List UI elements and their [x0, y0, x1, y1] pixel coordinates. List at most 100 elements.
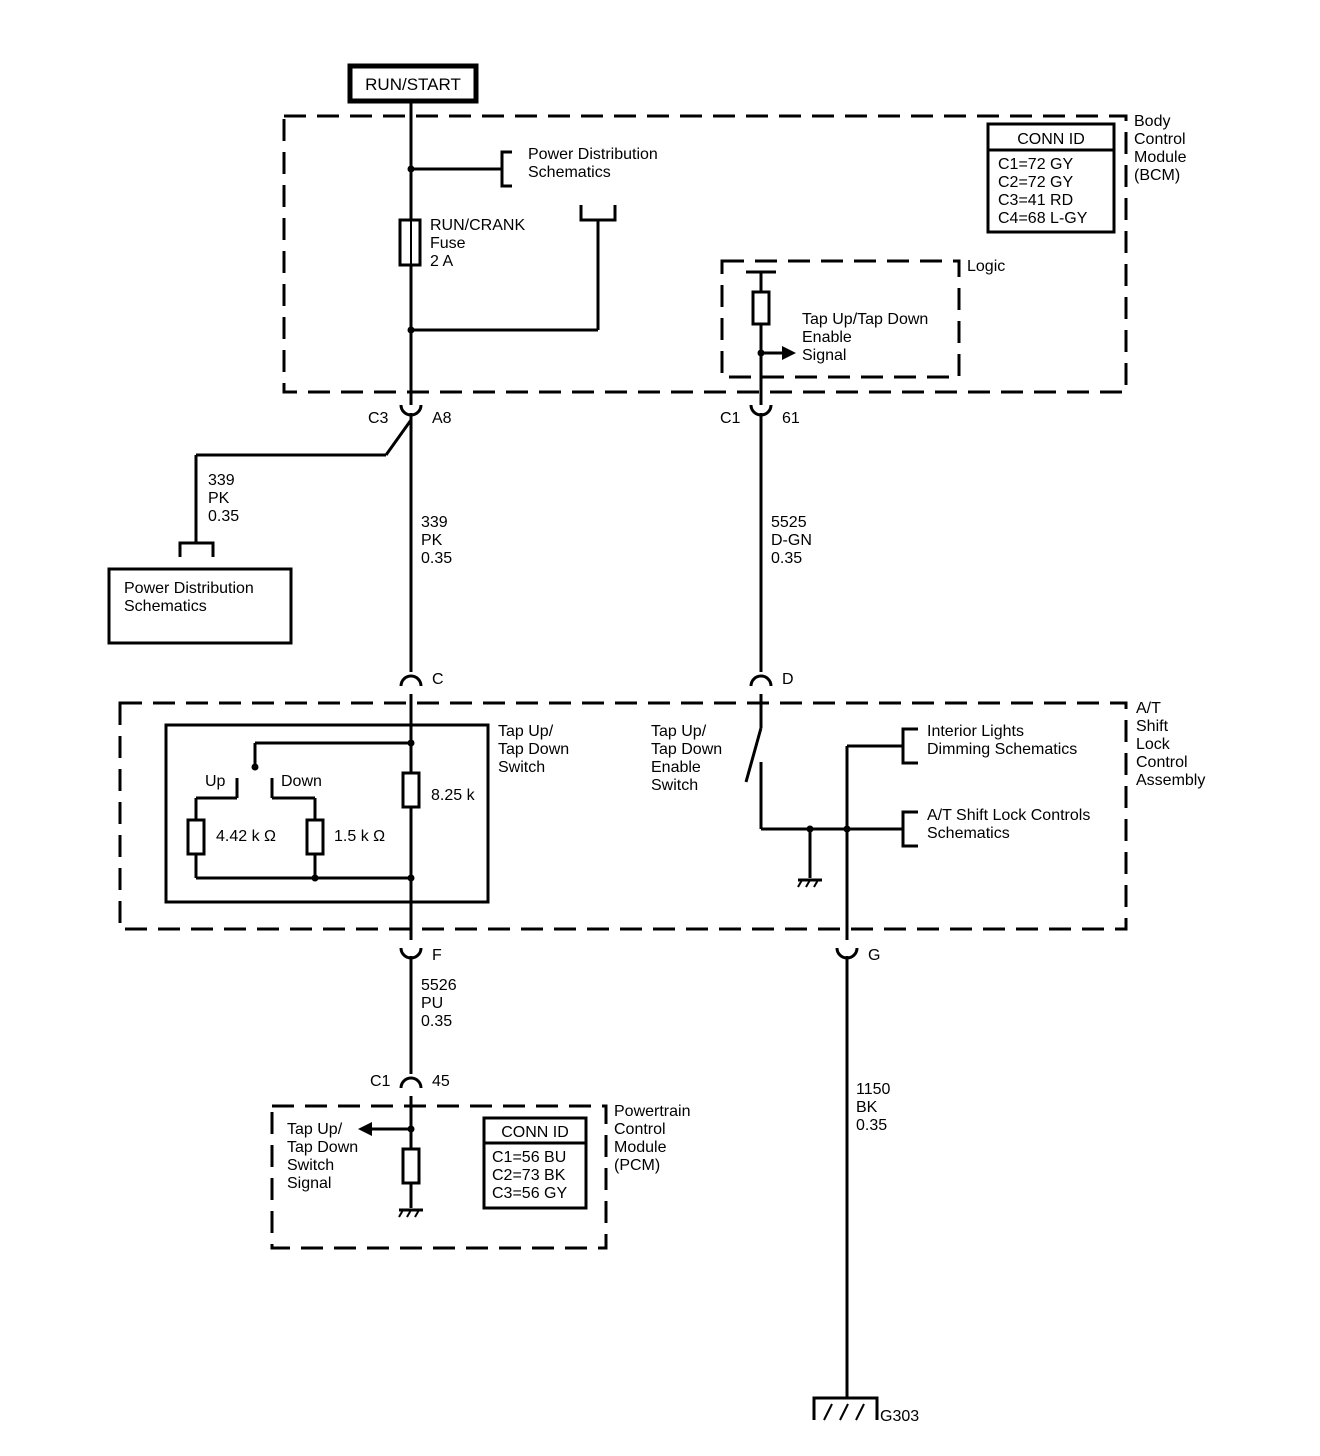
enable-signal-label: Tap Up/Tap Down Enable Signal — [802, 311, 928, 364]
svg-text:Signal: Signal — [287, 1175, 331, 1192]
svg-text:Schematics: Schematics — [528, 164, 611, 181]
svg-text:Tap Up/: Tap Up/ — [287, 1121, 343, 1138]
pcm-conn-id-table: CONN ID C1=56 BU C2=73 BK C3=56 GY — [482, 1116, 588, 1210]
svg-text:C4=68 L-GY: C4=68 L-GY — [998, 210, 1088, 227]
run-start-label: RUN/START — [365, 75, 461, 94]
svg-text:Interior Lights: Interior Lights — [927, 723, 1024, 740]
connector-d: D — [749, 671, 794, 688]
resistor-4-42k-label: 4.42 k Ω — [216, 828, 276, 845]
svg-text:C: C — [432, 671, 444, 688]
svg-text:C3=41 RD: C3=41 RD — [998, 192, 1073, 209]
svg-text:Enable: Enable — [651, 759, 701, 776]
svg-text:Tap Up/: Tap Up/ — [498, 723, 554, 740]
svg-text:5526: 5526 — [421, 977, 457, 994]
tap-switch-box — [164, 723, 490, 904]
case-ground-icon — [797, 878, 822, 888]
pcm-name: Powertrain Control Module (PCM) — [614, 1103, 690, 1174]
svg-text:Fuse: Fuse — [430, 235, 466, 252]
svg-text:0.35: 0.35 — [856, 1117, 887, 1134]
svg-text:PU: PU — [421, 995, 443, 1012]
svg-text:45: 45 — [432, 1073, 450, 1090]
wire-5525-label: 5525 D-GN 0.35 — [771, 514, 812, 567]
logic-boundary — [720, 259, 961, 379]
svg-text:C1: C1 — [370, 1073, 391, 1090]
svg-text:CONN ID: CONN ID — [501, 1124, 569, 1141]
enable-switch-label: Tap Up/ Tap Down Enable Switch — [651, 723, 722, 794]
svg-text:PK: PK — [421, 532, 443, 549]
tap-switch-label: Tap Up/ Tap Down Switch — [498, 723, 569, 776]
resistor-1-5k — [305, 818, 325, 856]
logic-label: Logic — [967, 258, 1005, 275]
svg-text:2 A: 2 A — [430, 253, 453, 270]
wire-5526-label: 5526 PU 0.35 — [421, 977, 457, 1030]
bcm-conn-id-table: CONN ID C1=72 GY C2=72 GY C3=41 RD C4=68… — [986, 122, 1116, 234]
svg-text:C3=56 GY: C3=56 GY — [492, 1185, 567, 1202]
pcm-signal-label: Tap Up/ Tap Down Switch Signal — [287, 1121, 358, 1192]
svg-text:Tap Down: Tap Down — [287, 1139, 358, 1156]
svg-text:Tap Down: Tap Down — [498, 741, 569, 758]
pcm-ground-icon — [398, 1208, 423, 1218]
svg-text:Body: Body — [1134, 113, 1170, 130]
svg-text:Tap Up/: Tap Up/ — [651, 723, 707, 740]
svg-text:(PCM): (PCM) — [614, 1157, 660, 1174]
shift-lock-controls-ref: A/T Shift Lock Controls Schematics — [927, 807, 1090, 842]
svg-text:Control: Control — [1134, 131, 1186, 148]
svg-text:Tap Down: Tap Down — [651, 741, 722, 758]
wire-339-branch-label: 339 PK 0.35 — [208, 472, 239, 525]
svg-text:5525: 5525 — [771, 514, 807, 531]
svg-text:Switch: Switch — [651, 777, 698, 794]
svg-text:RUN/CRANK: RUN/CRANK — [430, 217, 525, 234]
power-distribution-box: Power Distribution Schematics — [107, 567, 293, 645]
down-label: Down — [281, 773, 322, 790]
shift-lock-name: A/T Shift Lock Control Assembly — [1136, 700, 1205, 789]
svg-text:Power Distribution: Power Distribution — [528, 146, 658, 163]
svg-text:Control: Control — [614, 1121, 666, 1138]
svg-text:G: G — [868, 947, 880, 964]
svg-text:Powertrain: Powertrain — [614, 1103, 690, 1120]
svg-text:Schematics: Schematics — [927, 825, 1010, 842]
pcm-boundary — [270, 1104, 608, 1250]
svg-text:PK: PK — [208, 490, 230, 507]
svg-text:CONN ID: CONN ID — [1017, 131, 1085, 148]
svg-text:D-GN: D-GN — [771, 532, 812, 549]
ground-label: G303 — [880, 1408, 919, 1425]
pullup-resistor — [751, 290, 771, 326]
svg-text:0.35: 0.35 — [208, 508, 239, 525]
up-label: Up — [205, 773, 226, 790]
pulldown-resistor — [401, 1147, 421, 1185]
svg-text:Assembly: Assembly — [1136, 772, 1205, 789]
svg-text:BK: BK — [856, 1099, 878, 1116]
svg-text:61: 61 — [782, 410, 800, 427]
svg-text:D: D — [782, 671, 794, 688]
svg-text:Tap Up/Tap Down: Tap Up/Tap Down — [802, 311, 928, 328]
svg-text:C2=73 BK: C2=73 BK — [492, 1167, 566, 1184]
wire-339-main-label: 339 PK 0.35 — [421, 514, 452, 567]
run-start-source: RUN/START — [347, 63, 479, 104]
resistor-4-42k — [186, 818, 206, 856]
chassis-ground-icon — [812, 1396, 879, 1421]
fuse-label: RUN/CRANK Fuse 2 A — [430, 217, 525, 270]
svg-text:0.35: 0.35 — [771, 550, 802, 567]
svg-text:Dimming Schematics: Dimming Schematics — [927, 741, 1077, 758]
connector-c1-45: C1 45 — [370, 1073, 450, 1090]
svg-text:Schematics: Schematics — [124, 598, 207, 615]
svg-text:339: 339 — [421, 514, 448, 531]
svg-text:Module: Module — [614, 1139, 667, 1156]
connector-f: F — [399, 947, 442, 964]
svg-text:Switch: Switch — [287, 1157, 334, 1174]
svg-text:Power Distribution: Power Distribution — [124, 580, 254, 597]
svg-text:C1=72 GY: C1=72 GY — [998, 156, 1073, 173]
svg-text:Shift: Shift — [1136, 718, 1169, 735]
resistor-1-5k-label: 1.5 k Ω — [334, 828, 385, 845]
svg-text:Module: Module — [1134, 149, 1187, 166]
svg-text:A/T Shift Lock Controls: A/T Shift Lock Controls — [927, 807, 1090, 824]
svg-text:C1=56 BU: C1=56 BU — [492, 1149, 566, 1166]
svg-text:C2=72 GY: C2=72 GY — [998, 174, 1073, 191]
bcm-name: Body Control Module (BCM) — [1134, 113, 1187, 184]
svg-text:C1: C1 — [720, 410, 741, 427]
svg-text:Switch: Switch — [498, 759, 545, 776]
svg-text:A8: A8 — [432, 410, 452, 427]
interior-lights-ref: Interior Lights Dimming Schematics — [927, 723, 1077, 758]
svg-text:(BCM): (BCM) — [1134, 167, 1180, 184]
